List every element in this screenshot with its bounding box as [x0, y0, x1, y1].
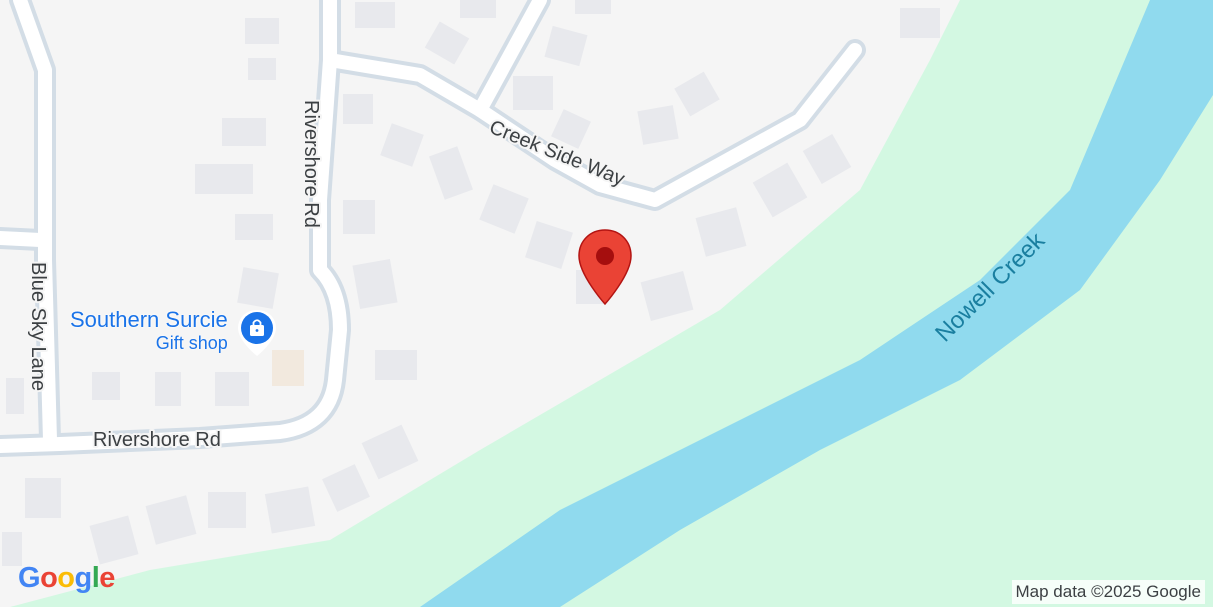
road-label-rivershore-rd-vertical: Rivershore Rd	[300, 100, 322, 228]
poi-southern-surcie[interactable]: Southern Surcie Gift shop	[70, 308, 278, 360]
map-pin-icon[interactable]	[577, 228, 633, 308]
logo-letter: g	[74, 562, 93, 594]
logo-letter: G	[18, 562, 41, 594]
creek-water	[420, 0, 1213, 607]
logo-letter: o	[57, 562, 75, 594]
map-attribution[interactable]: Map data ©2025 Google	[1011, 580, 1205, 604]
poi-category: Gift shop	[155, 333, 228, 353]
park-area	[10, 0, 1213, 607]
google-logo[interactable]: Google	[18, 562, 115, 595]
roads-fill	[0, 0, 855, 446]
logo-letter: l	[91, 562, 100, 594]
logo-letter: o	[40, 562, 58, 594]
shopping-bag-icon[interactable]	[236, 308, 278, 360]
poi-name: Southern Surcie	[70, 307, 228, 332]
road-label-blue-sky-lane: Blue Sky Lane	[27, 262, 49, 391]
logo-letter: e	[99, 562, 115, 594]
poi-label: Southern Surcie Gift shop	[70, 308, 228, 354]
road-label-rivershore-rd-horizontal: Rivershore Rd	[93, 429, 221, 451]
buildings	[2, 0, 940, 566]
